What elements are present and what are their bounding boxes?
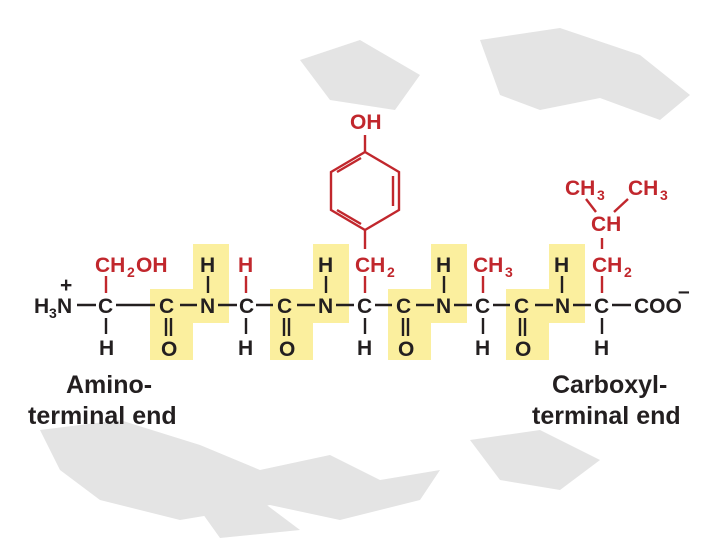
- amide-nitrogen-2: N: [318, 295, 333, 318]
- alpha-carbon-4: C: [475, 295, 490, 318]
- amide-nitrogen-1: N: [200, 295, 215, 318]
- alanine-ch-label: CH: [473, 254, 503, 277]
- amide-nitrogen-4: N: [555, 295, 570, 318]
- carboxylate-label: COO: [634, 295, 682, 318]
- carboxylate-minus: –: [678, 280, 690, 303]
- carbonyl-o-3: O: [398, 338, 414, 361]
- n-terminus-plus: +: [60, 274, 72, 297]
- serine-sub2: 2: [127, 264, 135, 280]
- alpha-h-3: H: [357, 337, 372, 360]
- carbonyl-carbon-3: C: [396, 295, 411, 318]
- n-terminus-sub3: 3: [49, 305, 57, 321]
- alpha-h-1: H: [99, 337, 114, 360]
- alpha-carbon-3: C: [357, 295, 372, 318]
- alanine-sub3: 3: [505, 264, 513, 280]
- amide-h-2: H: [318, 254, 333, 277]
- n-terminus-n-label: N: [57, 295, 72, 318]
- leucine-ch3-right-sub: 3: [660, 187, 668, 203]
- alpha-h-2: H: [238, 337, 253, 360]
- amino-terminal-line1: Amino-: [66, 371, 152, 399]
- alpha-carbon-2: C: [239, 295, 254, 318]
- amide-h-1: H: [200, 254, 215, 277]
- vertical-bonds: [104, 276, 604, 336]
- leucine-ch-label: CH: [591, 213, 621, 236]
- tyrosine-ch-label: CH: [355, 254, 385, 277]
- alpha-carbon-5: C: [594, 295, 609, 318]
- n-terminus-h-label: H: [34, 295, 49, 318]
- carboxyl-terminal-line1: Carboxyl-: [552, 371, 667, 399]
- serine-ch-label: CH: [95, 254, 125, 277]
- background-watermark: [40, 28, 690, 538]
- glycine-h-label: H: [238, 254, 253, 277]
- alpha-h-5: H: [594, 337, 609, 360]
- carbonyl-o-2: O: [279, 338, 295, 361]
- carbonyl-carbon-2: C: [277, 295, 292, 318]
- carboxyl-terminal-line2: terminal end: [532, 402, 681, 430]
- amide-nitrogen-3: N: [436, 295, 451, 318]
- leucine-ch3-left-sub: 3: [597, 187, 605, 203]
- serine-oh-label: OH: [136, 254, 168, 277]
- side-chain-atoms: CH 2 OH H CH 2 OH CH 3 CH 2 CH CH 3 CH 3: [95, 111, 668, 280]
- amide-h-3: H: [436, 254, 451, 277]
- carbonyl-o-1: O: [161, 338, 177, 361]
- alpha-carbon-1: C: [98, 295, 113, 318]
- tyrosine-sub2: 2: [387, 264, 395, 280]
- backbone-atoms: H 3 N + C C N C C N C C N C C N C COO – …: [34, 254, 690, 361]
- carbonyl-carbon-4: C: [514, 295, 529, 318]
- peptide-highlight-1: [150, 244, 229, 360]
- carbonyl-carbon-1: C: [159, 295, 174, 318]
- carbonyl-o-4: O: [515, 338, 531, 361]
- alpha-h-4: H: [475, 337, 490, 360]
- terminal-labels: Amino- terminal end Carboxyl- terminal e…: [28, 371, 681, 430]
- amino-terminal-line2: terminal end: [28, 402, 177, 430]
- tyrosine-oh-label: OH: [350, 111, 382, 134]
- side-chain-bonds: [104, 135, 629, 293]
- leucine-ch2-sub: 2: [624, 264, 632, 280]
- leucine-ch3-left-label: CH: [565, 177, 595, 200]
- leucine-ch2-label: CH: [592, 254, 622, 277]
- amide-h-4: H: [554, 254, 569, 277]
- leucine-ch3-right-label: CH: [628, 177, 658, 200]
